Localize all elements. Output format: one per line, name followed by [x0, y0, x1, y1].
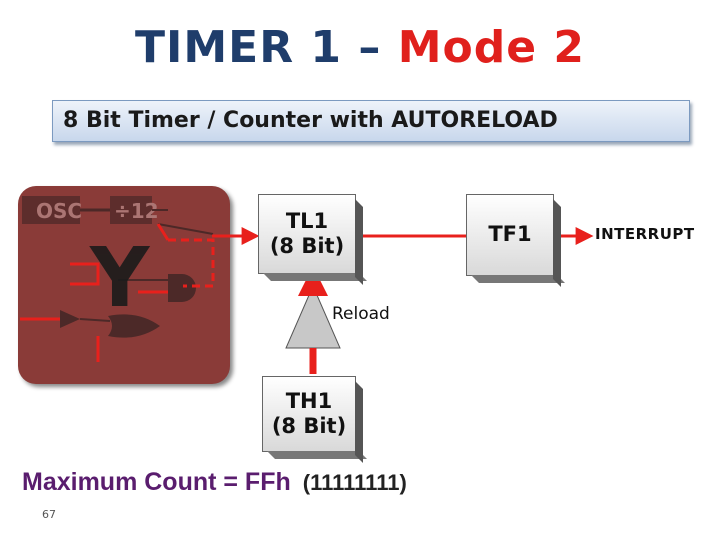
osc-box: [22, 196, 80, 224]
divider-box: [110, 196, 152, 224]
interrupt-label: INTERRUPT: [595, 225, 695, 243]
reload-label: Reload: [332, 304, 390, 324]
max-count-binary: (11111111): [302, 470, 407, 495]
tl1-register-box: TL1 (8 Bit): [258, 194, 356, 274]
divider-label: ÷12: [114, 199, 159, 223]
th1-register-box: TH1 (8 Bit): [262, 376, 356, 452]
th1-label: TH1: [285, 388, 333, 413]
tl1-width: (8 Bit): [269, 234, 345, 258]
subtitle-banner: 8 Bit Timer / Counter with AUTORELOAD: [52, 100, 690, 142]
control-logic-panel: OSC ÷12 Y: [18, 186, 230, 384]
page-number: 67: [42, 508, 56, 521]
tl1-label: TL1: [285, 208, 329, 233]
tf1-label: TF1: [488, 222, 532, 247]
th1-width: (8 Bit): [271, 414, 347, 438]
max-count-hex: Maximum Count = FFh: [22, 468, 291, 496]
max-count-text: Maximum Count = FFh (11111111): [22, 468, 407, 497]
slide-title: TIMER 1 – Mode 2: [0, 22, 720, 73]
tf1-flag-box: TF1: [466, 194, 554, 276]
control-logic-graphic: OSC ÷12 Y: [20, 196, 215, 362]
osc-label: OSC: [36, 199, 82, 223]
title-part-timer: TIMER 1 –: [135, 22, 382, 73]
title-part-mode: Mode 2: [397, 22, 585, 73]
